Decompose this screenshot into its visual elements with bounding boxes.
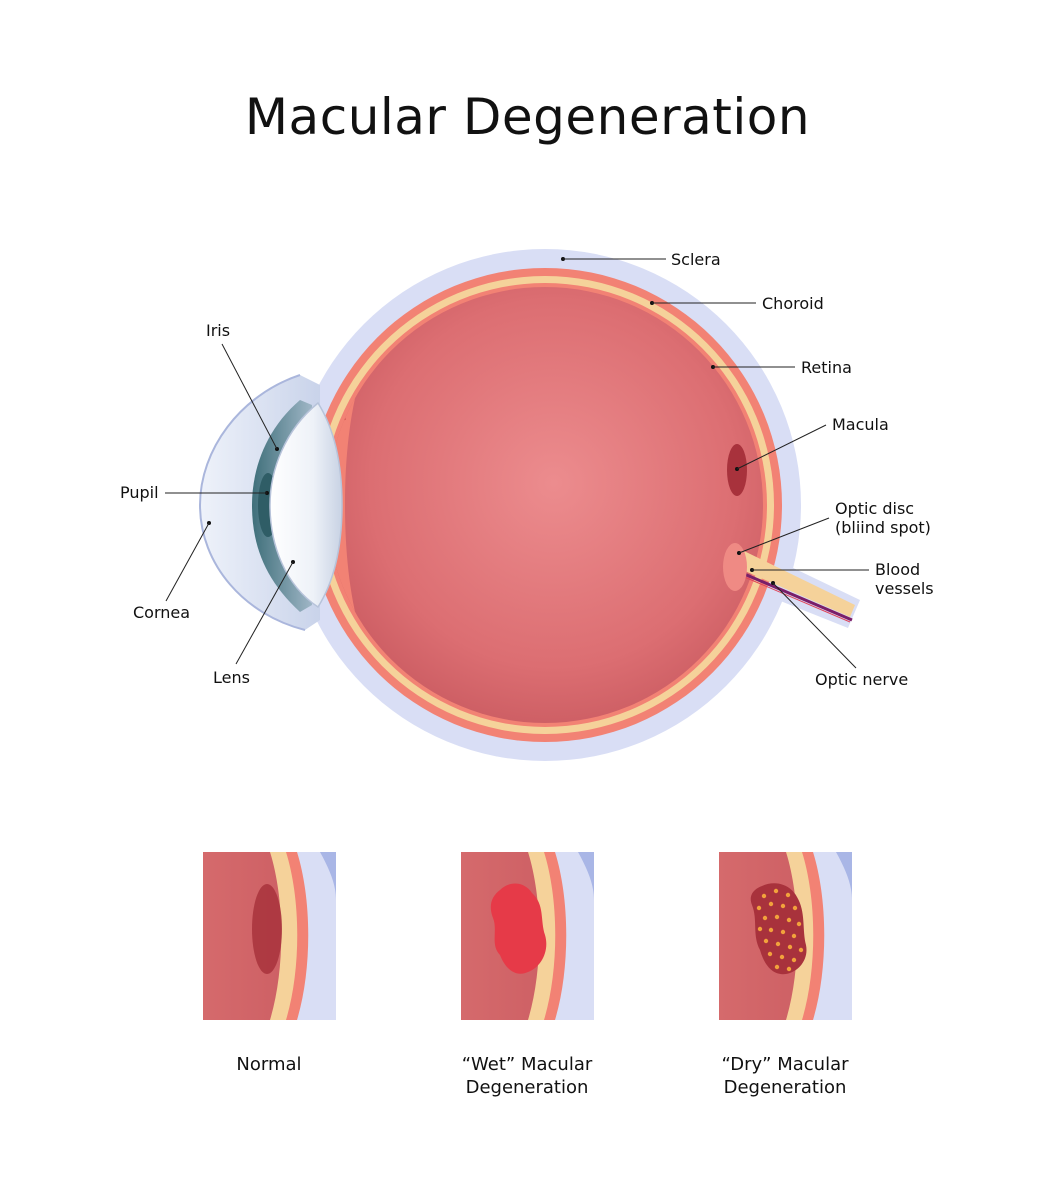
panel-normal (203, 852, 336, 1020)
svg-text:vessels: vessels (875, 579, 934, 598)
svg-text:Normal: Normal (236, 1054, 301, 1075)
optic-disc (723, 543, 747, 591)
svg-text:Lens: Lens (213, 668, 250, 687)
svg-text:Retina: Retina (801, 358, 852, 377)
drusen-dots (756, 888, 804, 972)
svg-text:(bliind spot): (bliind spot) (835, 518, 931, 537)
eye-cross-section (198, 249, 860, 761)
svg-text:Optic disc: Optic disc (835, 499, 914, 518)
vitreous-body (327, 287, 763, 723)
label-choroid: Choroid (650, 294, 824, 313)
caption-dry: “Dry” Macular Degeneration (721, 1054, 849, 1098)
blood-vessel (741, 571, 853, 622)
caption-wet: “Wet” Macular Degeneration (462, 1054, 593, 1098)
label-sclera: Sclera (561, 250, 721, 269)
optic-nerve (738, 550, 855, 617)
label-optic-disc: Optic disc (bliind spot) (737, 499, 931, 555)
caption-normal: Normal (236, 1054, 301, 1075)
svg-text:Macula: Macula (832, 415, 889, 434)
panel-wet (461, 852, 594, 1020)
svg-text:Iris: Iris (206, 321, 230, 340)
label-optic-nerve: Optic nerve (771, 581, 908, 689)
label-retina: Retina (711, 358, 852, 377)
svg-text:Choroid: Choroid (762, 294, 824, 313)
panel-dry (719, 852, 852, 1020)
label-blood-vessels: Blood vessels (750, 560, 934, 598)
svg-text:Sclera: Sclera (671, 250, 721, 269)
svg-text:Optic nerve: Optic nerve (815, 670, 908, 689)
svg-text:Cornea: Cornea (133, 603, 190, 622)
dry-lesion (750, 883, 807, 975)
svg-text:“Dry” Macular: “Dry” Macular (721, 1054, 849, 1075)
svg-text:Degeneration: Degeneration (724, 1077, 847, 1098)
label-macula: Macula (735, 415, 889, 471)
label-iris: Iris (206, 321, 279, 451)
lens-shape (269, 401, 343, 609)
wet-lesion (490, 883, 547, 974)
label-pupil: Pupil (120, 483, 269, 502)
label-lens: Lens (213, 560, 295, 687)
svg-text:“Wet” Macular: “Wet” Macular (462, 1054, 593, 1075)
svg-text:Degeneration: Degeneration (466, 1077, 589, 1098)
diagram-title: Macular Degeneration (244, 88, 811, 146)
svg-text:Blood: Blood (875, 560, 920, 579)
normal-macula (252, 884, 282, 974)
svg-text:Pupil: Pupil (120, 483, 159, 502)
label-cornea: Cornea (133, 521, 211, 622)
